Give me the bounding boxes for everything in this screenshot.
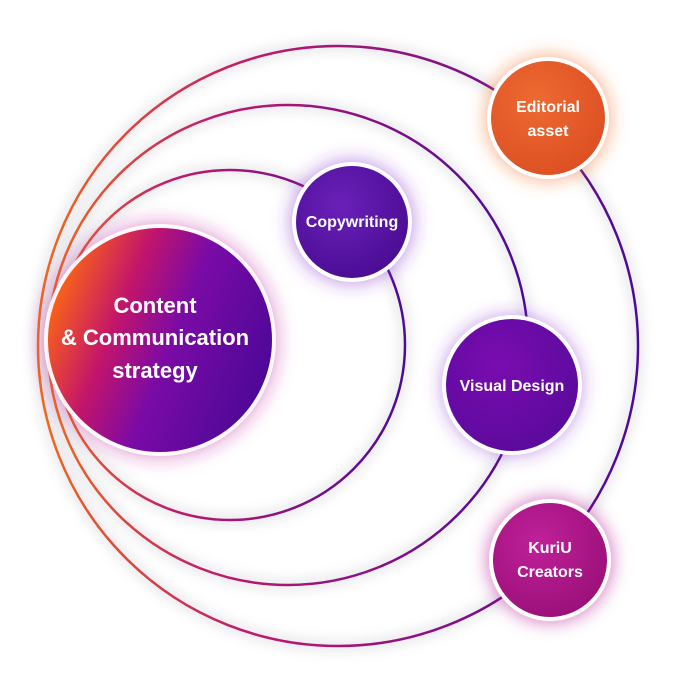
content-strategy-line-1: Content xyxy=(113,293,197,318)
kuriu-line-1: KuriU xyxy=(528,540,572,557)
content-strategy-line-3: strategy xyxy=(112,358,198,383)
node-visual-design: Visual Design xyxy=(446,319,578,451)
node-kuriu-creators: KuriU Creators xyxy=(493,503,607,617)
visual-design-label: Visual Design xyxy=(460,378,565,395)
editorial-line-1: Editorial xyxy=(516,99,580,116)
editorial-line-2: asset xyxy=(528,123,570,140)
copywriting-label: Copywriting xyxy=(306,214,398,231)
outer-ring xyxy=(36,44,640,648)
kuriu-line-2: Creators xyxy=(517,564,583,581)
content-strategy-line-2: & Communication xyxy=(61,325,249,350)
node-copywriting: Copywriting xyxy=(296,166,408,278)
node-content-strategy: Content & Communication strategy xyxy=(48,228,272,452)
node-editorial-asset: Editorial asset xyxy=(491,61,605,175)
